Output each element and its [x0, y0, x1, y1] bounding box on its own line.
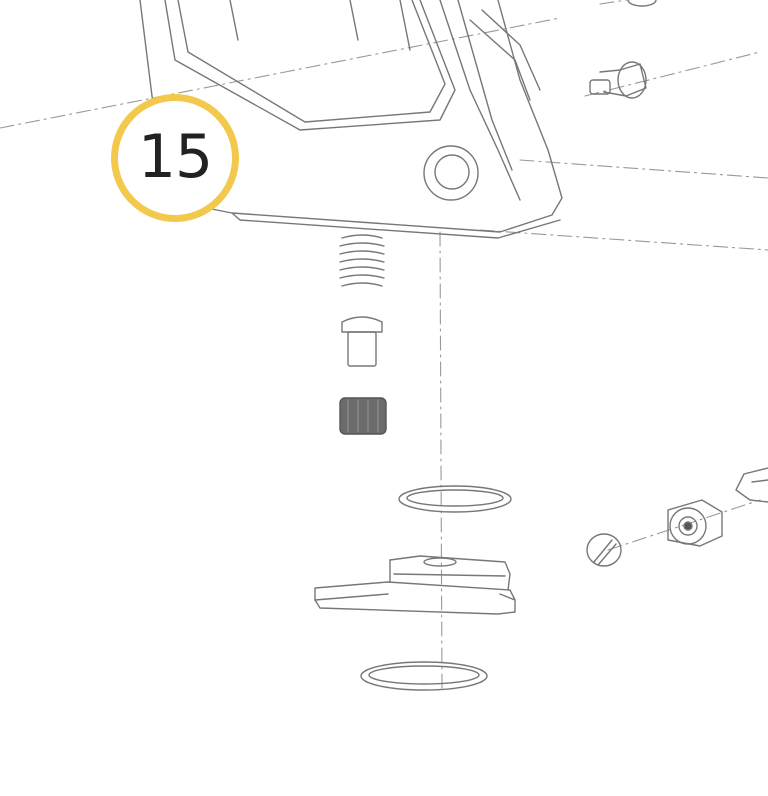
- step-number-badge: 15: [111, 94, 239, 222]
- pivot-bushing: [423, 145, 479, 201]
- plunger-pin: [341, 316, 383, 367]
- bushing-nut: [667, 499, 723, 547]
- bracket-fragment: [735, 467, 768, 503]
- assembly-axis-lines: [0, 0, 768, 691]
- spring: [339, 234, 385, 287]
- lower-o-ring: [360, 661, 488, 691]
- small-set-screw: [586, 533, 622, 567]
- set-screw: [339, 397, 387, 435]
- step-number: 15: [137, 122, 213, 192]
- top-right-fastener: [589, 0, 657, 99]
- upper-o-ring: [398, 485, 512, 513]
- shim-plate: [314, 555, 516, 615]
